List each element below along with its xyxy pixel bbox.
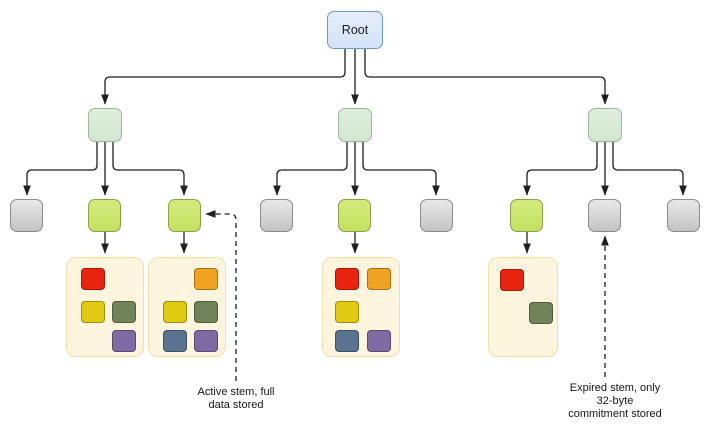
data-cluster-2	[148, 257, 226, 357]
leaf-3[interactable]	[168, 199, 201, 232]
data-cluster-1	[66, 257, 144, 357]
internal-node-left[interactable]	[88, 108, 122, 142]
chip-blue	[163, 330, 187, 352]
data-cluster-4	[488, 257, 558, 357]
edge-internal-left-to-leaf-3	[112, 142, 188, 196]
internal-left-to-leaf-edges	[23, 142, 188, 196]
chip-green	[529, 302, 553, 324]
chip-red	[335, 268, 359, 290]
annotation-expired-stem: Expired stem, only 32-byte commitment st…	[568, 382, 662, 420]
internal-right-to-leaf-edges	[523, 142, 687, 196]
leaf-4[interactable]	[260, 199, 293, 232]
edge-internal-left-to-leaf-1	[23, 142, 98, 196]
chip-yellow	[81, 301, 105, 323]
leaf-9[interactable]	[667, 199, 700, 232]
edge-internal-right-to-leaf-7	[523, 142, 598, 196]
root-to-internal-edges	[101, 49, 609, 105]
edge-root-to-internal-right	[364, 49, 609, 105]
chip-orange	[194, 268, 218, 290]
chip-green	[112, 301, 136, 323]
node-root-label: Root	[341, 22, 369, 37]
chip-yellow	[163, 301, 187, 323]
edge-internal-middle-to-leaf-6	[362, 142, 440, 196]
leaf-7[interactable]	[510, 199, 543, 232]
chip-purple	[194, 330, 218, 352]
leaf-2[interactable]	[88, 199, 121, 232]
internal-node-right[interactable]	[588, 108, 622, 142]
chip-red	[81, 268, 105, 290]
leaf-8[interactable]	[588, 199, 621, 232]
data-cluster-3	[322, 257, 400, 357]
chip-yellow	[335, 301, 359, 323]
chip-green	[194, 301, 218, 323]
chip-red	[500, 269, 524, 291]
edge-internal-middle-to-leaf-4	[273, 142, 348, 196]
chip-blue	[335, 330, 359, 352]
leaf-5[interactable]	[338, 199, 371, 232]
chip-purple	[112, 330, 136, 352]
leaf-1[interactable]	[10, 199, 43, 232]
chip-purple	[367, 330, 391, 352]
edge-internal-right-to-leaf-9	[612, 142, 687, 196]
edge-root-to-internal-left	[101, 49, 346, 105]
leaf-to-cluster-edges	[101, 232, 531, 254]
annotation-active-stem: Active stem, full data stored	[197, 386, 275, 411]
internal-node-middle[interactable]	[338, 108, 372, 142]
internal-middle-to-leaf-edges	[273, 142, 440, 196]
chip-orange	[367, 268, 391, 290]
leaf-6[interactable]	[420, 199, 453, 232]
node-root[interactable]: Root	[327, 11, 383, 49]
